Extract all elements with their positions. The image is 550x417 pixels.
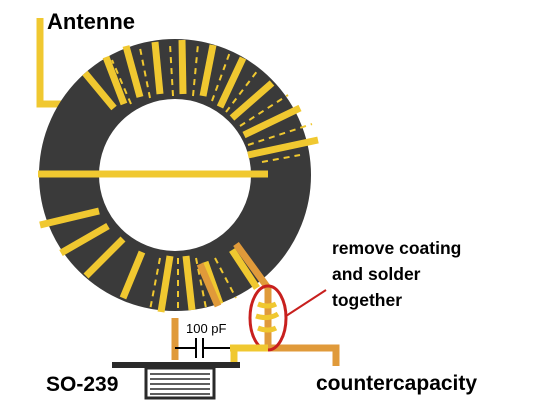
solder-instruction-note: remove coating and solder together [332,235,547,313]
counterpoise-label: countercapacity [316,372,478,395]
connector-label: SO-239 [46,373,119,396]
annotation-pointer [285,289,327,317]
solder-joint [255,301,280,333]
capacitor-100pf [175,338,268,362]
toroid-windings [38,39,319,313]
note-line-2: and solder [332,264,421,284]
note-line-3: together [332,290,402,310]
toroid-windings-back [111,43,313,312]
so239-connector [112,362,240,400]
antenna-label: Antenne [47,9,135,34]
capacitor-label: 100 pF [186,321,227,336]
note-line-1: remove coating [332,238,462,258]
